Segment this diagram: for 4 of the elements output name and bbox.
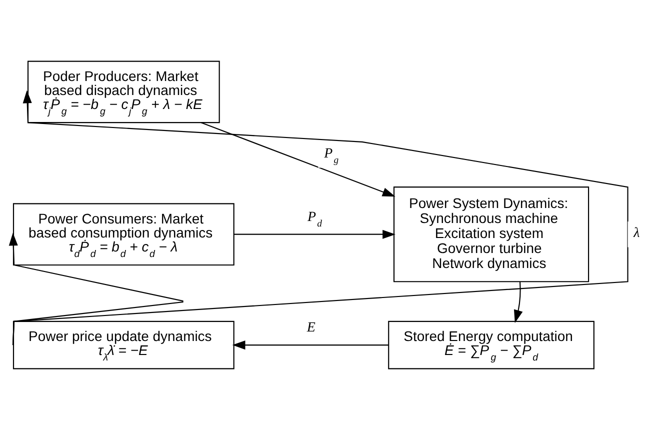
edge-label: P$_{g}$: [324, 146, 339, 166]
edge-label: P$_{d}$: [307, 210, 322, 230]
edge-label: λ: [634, 226, 640, 241]
edge-label: E: [306, 320, 316, 336]
